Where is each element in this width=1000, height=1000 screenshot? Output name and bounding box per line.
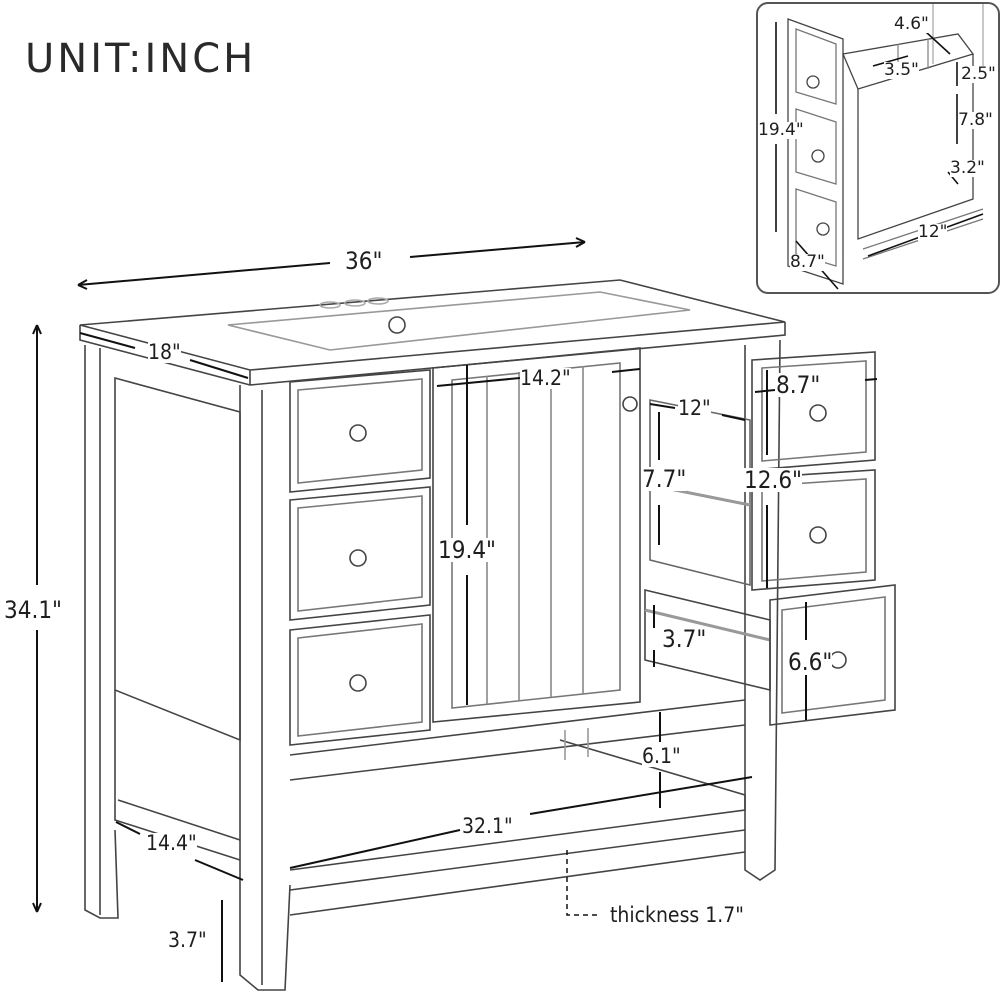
left-drawers [289,369,431,746]
inset-dim-drawer-depth: 12" [918,222,948,242]
dim-right-drawer-width: 8.7" [776,371,821,399]
inset-dim-top-tray-height: 2.5" [961,64,996,84]
dim-door-width: 14.2" [520,366,571,390]
countertop [79,279,786,371]
front-right-leg [744,339,781,881]
inset-dim-middle-height: 7.8" [958,110,993,130]
dim-shelf-depth: 14.4" [146,831,197,855]
inset-dim-drawer-stack-height: 19.4" [758,120,804,140]
dim-shelf-clearance: 6.1" [642,744,681,768]
drawer-detail-inset: 4.6" 3.5" 2.5" 7.8" 3.2" 19.4" 12" 8.7" [756,2,1000,294]
dim-bottom-drawer-front: 6.6" [788,648,833,676]
dim-overall-depth: 18" [148,340,181,364]
inset-dim-bottom-step: 3.2" [950,158,985,178]
center-door [432,347,641,723]
dim-door-height: 19.4" [438,536,496,564]
side-panel [84,345,119,919]
inset-drawing [775,4,984,290]
dim-overall-width: 36" [345,247,383,275]
dim-shelf-width: 32.1" [462,814,513,838]
sink-basin [227,291,691,351]
dim-open-drawer-height: 7.7" [642,465,687,493]
bottom-shelf [289,739,746,871]
dim-shelf-thickness: thickness 1.7" [610,903,744,927]
dim-leg-height: 3.7" [168,928,207,952]
dim-right-drawer-stack: 12.6" [744,466,802,494]
inset-dim-drawer-width: 8.7" [790,252,825,272]
inset-dim-compartment-width: 4.6" [894,14,929,34]
dim-overall-height: 34.1" [4,596,62,624]
unit-title: UNIT:INCH [25,36,257,82]
inset-dim-divider-width: 3.5" [884,60,919,80]
dim-bottom-drawer-inner: 3.7" [662,625,707,653]
front-left-leg [239,385,291,991]
right-drawers [751,351,896,726]
dim-open-drawer-depth: 12" [678,396,711,420]
